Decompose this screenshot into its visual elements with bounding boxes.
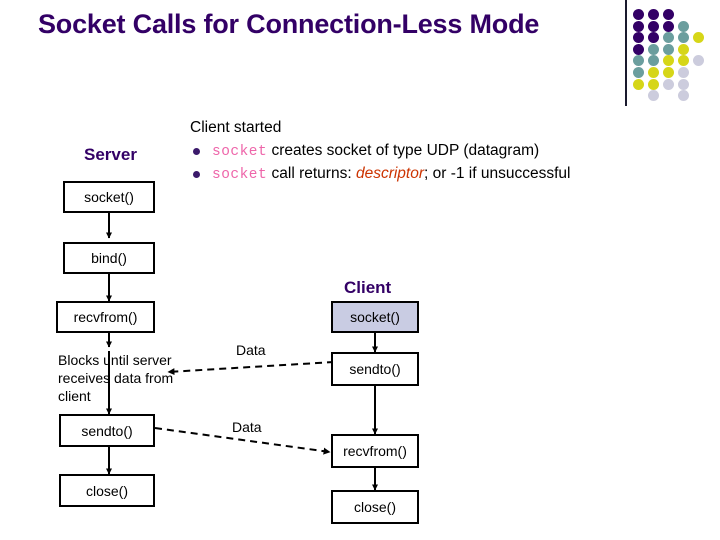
decorative-dot: [633, 9, 644, 20]
column-heading-server: Server: [84, 145, 137, 164]
decorative-dot: [663, 20, 674, 32]
decorative-dot: [678, 55, 689, 67]
decorative-dot: [648, 90, 659, 102]
edge-label-data-2: Data: [232, 419, 262, 435]
lead-text: Client started: [190, 119, 282, 136]
node-client-close[interactable]: close(): [331, 490, 419, 524]
bullet-item-2: socket call returns: descriptor; or -1 i…: [190, 163, 712, 186]
node-server-recvfrom[interactable]: recvfrom(): [56, 301, 155, 333]
decorative-dot: [693, 32, 704, 44]
node-server-socket[interactable]: socket(): [63, 181, 155, 213]
column-heading-client: Client: [344, 278, 392, 297]
decorative-dot: [633, 43, 644, 55]
decorative-dot: [648, 78, 659, 90]
bullet-dot-icon: [193, 171, 200, 178]
bullet-text-2-after: ; or -1 if unsuccessful: [424, 165, 571, 182]
decorative-dot: [633, 78, 644, 90]
decorative-dot: [663, 67, 674, 78]
decorative-dot: [678, 67, 689, 78]
decorative-dot: [633, 55, 644, 67]
bullet-list: socket creates socket of type UDP (datag…: [190, 140, 712, 186]
decorative-dot: [693, 55, 704, 67]
decorative-dot: [663, 78, 674, 90]
decorative-dot: [678, 78, 689, 90]
bullet-text-1: creates socket of type UDP (datagram): [267, 142, 540, 159]
decorative-dot: [678, 20, 689, 32]
bullet-text-2-before: call returns:: [267, 165, 356, 182]
decorative-dot: [678, 43, 689, 55]
decorative-dot: [663, 9, 674, 20]
node-server-bind[interactable]: bind(): [63, 242, 155, 274]
emphasis-descriptor: descriptor: [355, 165, 425, 182]
edge-data-client-to-server: [167, 361, 335, 376]
decorative-dot: [648, 43, 659, 55]
node-server-close[interactable]: close(): [59, 474, 155, 507]
node-client-recvfrom[interactable]: recvfrom(): [331, 434, 419, 468]
edge-data-server-to-client: [154, 427, 331, 455]
node-client-sendto[interactable]: sendto(): [331, 352, 419, 386]
decorative-dot: [663, 43, 674, 55]
decorative-dot: [678, 90, 689, 102]
decorative-dot: [663, 32, 674, 44]
decorative-dot: [648, 32, 659, 44]
decorative-dot: [633, 20, 644, 32]
decorative-dot: [633, 67, 644, 78]
bullet-dot-icon: [193, 148, 200, 155]
decorative-divider: [625, 0, 627, 106]
decorative-dot: [648, 20, 659, 32]
content-text-block: Client started socket creates socket of …: [190, 117, 712, 186]
decorative-dot: [648, 67, 659, 78]
decorative-dot: [648, 9, 659, 20]
bullet-item-1: socket creates socket of type UDP (datag…: [190, 140, 712, 163]
code-token-socket-2: socket: [212, 167, 268, 183]
decorative-dot: [663, 55, 674, 67]
decorative-dot: [648, 55, 659, 67]
decorative-dot: [678, 32, 689, 44]
note-blocks-until-data: Blocks until server receives data from c…: [58, 352, 174, 404]
node-server-sendto[interactable]: sendto(): [59, 414, 155, 447]
node-client-socket[interactable]: socket(): [331, 301, 419, 333]
decorative-dot-grid: [633, 9, 709, 102]
code-token-socket-1: socket: [212, 144, 268, 160]
page-title: Socket Calls for Connection-Less Mode: [38, 9, 540, 39]
edge-label-data-1: Data: [236, 342, 266, 358]
decorative-dot: [633, 32, 644, 44]
